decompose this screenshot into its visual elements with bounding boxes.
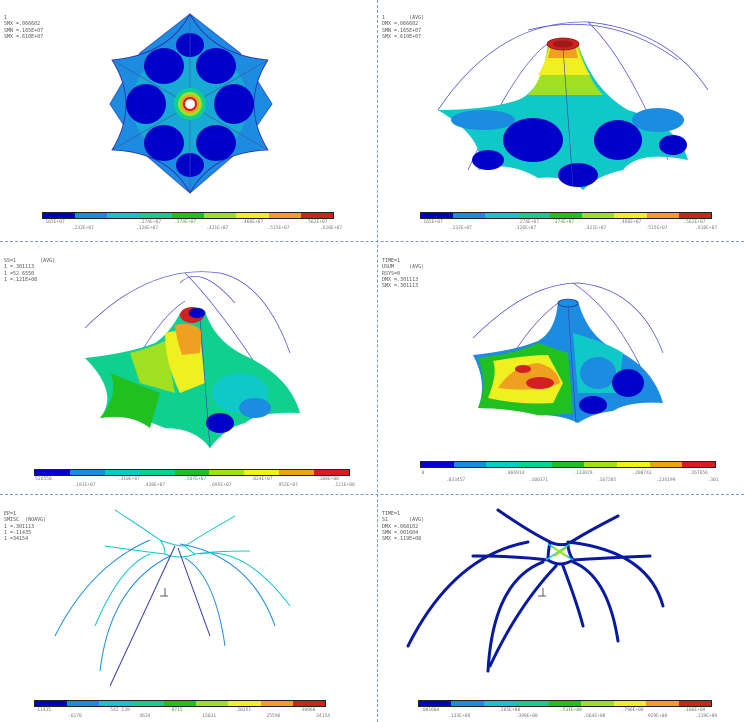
colorbar-segment bbox=[174, 470, 210, 475]
colorbar-segment bbox=[35, 701, 68, 706]
colorbar-segment bbox=[196, 701, 229, 706]
panel-divider-horizontal bbox=[0, 494, 744, 495]
colorbar bbox=[418, 700, 712, 707]
panel-divider-horizontal bbox=[0, 241, 744, 242]
membrane-plot bbox=[84, 271, 300, 449]
colorbar-segment bbox=[486, 462, 520, 467]
colorbar-segment bbox=[678, 701, 711, 706]
colorbar-segment bbox=[260, 701, 293, 706]
colorbar-segment bbox=[268, 213, 301, 218]
colorbar-segment bbox=[649, 462, 683, 467]
colorbar-segment bbox=[549, 213, 583, 218]
cable-plot bbox=[406, 508, 665, 673]
panel-divider-vertical bbox=[377, 0, 378, 722]
colorbar-segment bbox=[107, 213, 140, 218]
colorbar-segment bbox=[584, 462, 618, 467]
colorbar-segment bbox=[292, 701, 325, 706]
colorbar-segment bbox=[646, 213, 679, 218]
colorbar-segment bbox=[613, 701, 647, 706]
colorbar-segment bbox=[69, 470, 105, 475]
colorbar-segment bbox=[453, 462, 487, 467]
colorbar bbox=[42, 212, 334, 219]
colorbar-segment bbox=[171, 213, 205, 218]
colorbar-segment bbox=[617, 462, 650, 467]
membrane-plot bbox=[437, 21, 709, 190]
colorbar bbox=[420, 212, 712, 219]
colorbar-segment bbox=[682, 462, 716, 467]
colorbar-segment bbox=[104, 470, 140, 475]
colorbar-segment bbox=[451, 701, 484, 706]
colorbar-segment bbox=[300, 213, 333, 218]
colorbar-segment bbox=[453, 213, 486, 218]
colorbar-segment bbox=[163, 701, 197, 706]
colorbar-segment bbox=[228, 701, 261, 706]
colorbar-segment bbox=[516, 701, 549, 706]
colorbar-segment bbox=[35, 470, 70, 475]
membrane-plot bbox=[472, 282, 664, 424]
colorbar-segment bbox=[646, 701, 679, 706]
colorbar bbox=[34, 700, 326, 707]
membrane-plot bbox=[109, 13, 273, 194]
colorbar-segment bbox=[43, 213, 76, 218]
colorbar bbox=[420, 461, 716, 468]
colorbar-segment bbox=[209, 470, 245, 475]
colorbar-segment bbox=[75, 213, 108, 218]
colorbar-segment bbox=[548, 701, 582, 706]
colorbar-segment bbox=[517, 213, 550, 218]
colorbar-segment bbox=[139, 470, 175, 475]
colorbar-segment bbox=[485, 213, 518, 218]
colorbar-segment bbox=[421, 462, 454, 467]
colorbar-segment bbox=[279, 470, 315, 475]
colorbar-segment bbox=[582, 213, 615, 218]
colorbar-segment bbox=[236, 213, 269, 218]
colorbar-segment bbox=[204, 213, 237, 218]
colorbar-segment bbox=[314, 470, 350, 475]
colorbar-segment bbox=[419, 701, 452, 706]
colorbar-segment bbox=[614, 213, 647, 218]
colorbar-segment bbox=[551, 462, 585, 467]
colorbar-segment bbox=[67, 701, 100, 706]
colorbar-segment bbox=[519, 462, 552, 467]
colorbar bbox=[34, 469, 350, 476]
colorbar-segment bbox=[483, 701, 517, 706]
colorbar-segment bbox=[421, 213, 454, 218]
colorbar-segment bbox=[678, 213, 711, 218]
colorbar-segment bbox=[139, 213, 172, 218]
colorbar-segment bbox=[581, 701, 614, 706]
colorbar-segment bbox=[99, 701, 132, 706]
cable-plot bbox=[54, 509, 291, 687]
colorbar-segment bbox=[244, 470, 280, 475]
colorbar-segment bbox=[131, 701, 164, 706]
